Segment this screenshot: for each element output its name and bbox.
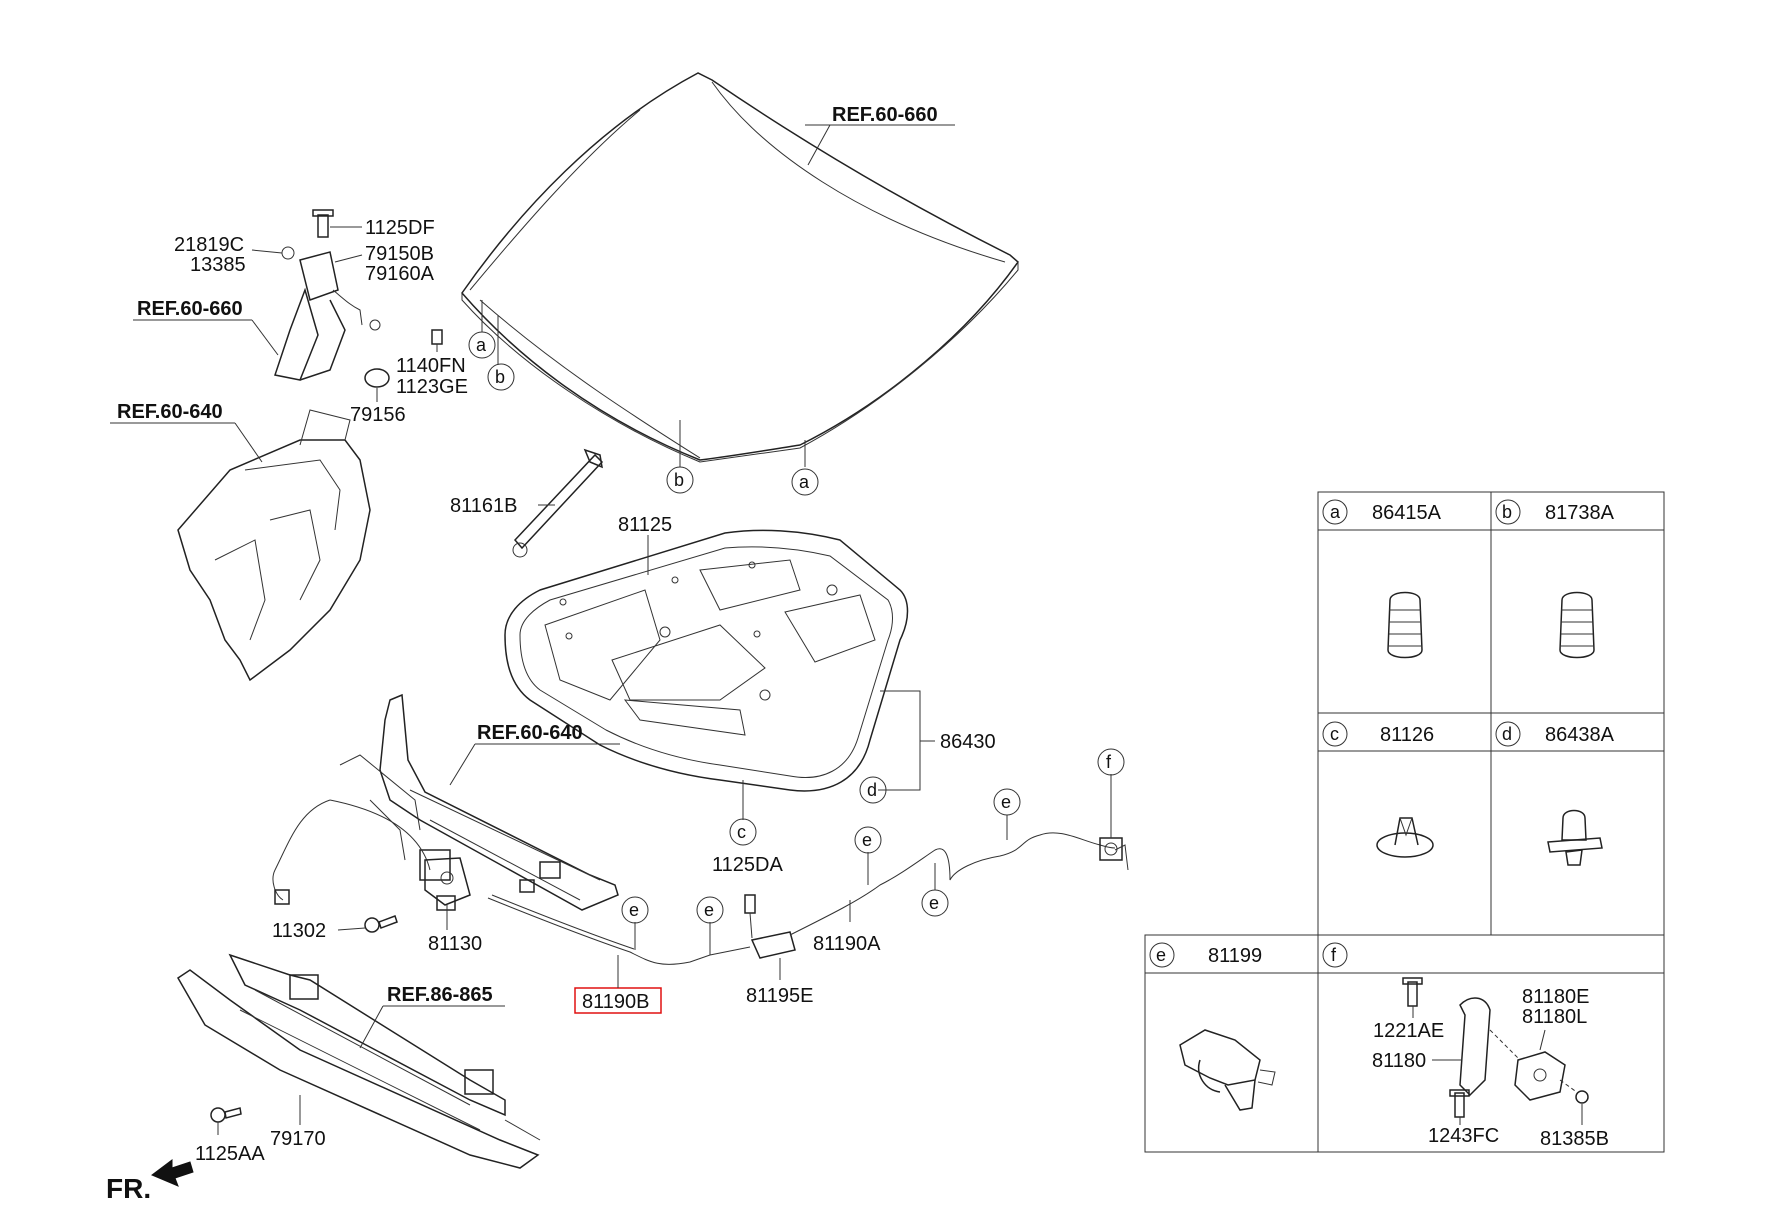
legend-f-label-1243FC: 1243FC (1428, 1125, 1499, 1147)
label-81130: 81130 (428, 933, 482, 955)
legend-part-b: 81738A (1545, 502, 1615, 524)
ref-bumper-label: REF.86-865 (387, 984, 493, 1006)
ref-radiator-support-label: REF.60-640 (477, 722, 583, 744)
hood-gas-strut (512, 448, 604, 558)
bolt-1125AA (210, 1107, 242, 1123)
callout-e-5: e (1001, 792, 1011, 812)
label-1123GE: 1123GE (396, 376, 468, 398)
legend-callout-b: b (1502, 502, 1512, 522)
legend-f-label-81180L: 81180L (1522, 1006, 1587, 1028)
legend-part-e: 81199 (1208, 945, 1262, 967)
legend-e-cable-clip (1179, 1029, 1276, 1111)
front-upper-frame (177, 409, 371, 682)
label-81161B: 81161B (450, 495, 517, 517)
bolt-11302 (364, 915, 398, 933)
label-81190A: 81190A (813, 933, 881, 955)
label-13385: 13385 (190, 254, 246, 276)
legend-f-label-81180: 81180 (1372, 1050, 1426, 1072)
legend-f-label-81385B: 81385B (1540, 1128, 1609, 1150)
label-79160A: 79160A (365, 263, 435, 285)
legend-a-bumper-stop (1387, 591, 1423, 659)
legend-part-c: 81126 (1380, 724, 1434, 746)
legend-f-label-81180E: 81180E (1522, 986, 1589, 1008)
legend-callout-c: c (1330, 724, 1339, 744)
legend-f-label-1221AE: 1221AE (1373, 1020, 1444, 1042)
front-direction-label: FR. (106, 1173, 151, 1204)
hood-panel (461, 72, 1020, 463)
callout-e-1: e (629, 900, 639, 920)
legend-d-clip (1547, 809, 1603, 866)
callout-d-panel: d (867, 780, 877, 800)
ref-hood-label: REF.60-660 (832, 104, 938, 126)
legend-callout-e: e (1156, 945, 1166, 965)
callout-b-hood-left: b (495, 367, 505, 387)
legend-part-d: 86438A (1545, 724, 1615, 746)
legend-table (1144, 491, 1665, 1153)
release-cable-81190A (789, 832, 1116, 936)
label-79150B: 79150B (365, 243, 434, 265)
label-11302: 11302 (272, 920, 326, 942)
label-1125DF: 1125DF (365, 217, 435, 239)
ref-latch-panel-label: REF.60-660 (137, 298, 243, 320)
radiator-support-upper (339, 693, 619, 911)
legend-f-hood-stay-assembly (1402, 977, 1589, 1118)
callout-e-3: e (862, 830, 872, 850)
callout-c-panel: c (737, 822, 746, 842)
label-81195E: 81195E (746, 985, 813, 1007)
legend-callout-a: a (1330, 502, 1341, 522)
legend-b-bumper-stop (1559, 591, 1595, 659)
label-1140FN: 1140FN (396, 355, 466, 377)
release-cable-81190B (487, 894, 751, 965)
label-79156: 79156 (350, 404, 406, 426)
label-81190B: 81190B (582, 991, 649, 1013)
label-81125: 81125 (618, 514, 672, 536)
label-21819C: 21819C (174, 234, 244, 256)
label-1125DA: 1125DA (712, 854, 783, 876)
callout-f-diagram: f (1106, 752, 1112, 772)
release-handle (744, 894, 796, 959)
callout-a-hood-left: a (476, 335, 487, 355)
front-direction-arrow (151, 1159, 194, 1187)
hood-insulator-panel (504, 529, 909, 792)
legend-part-a: 86415A (1372, 502, 1442, 524)
label-86430: 86430 (940, 731, 996, 753)
legend-callout-d: d (1502, 724, 1512, 744)
legend-c-clip (1376, 817, 1434, 858)
front-bumper-reinforcement (177, 953, 541, 1169)
callout-e-2: e (704, 900, 714, 920)
legend-callout-f: f (1331, 945, 1337, 965)
callout-a-hood-bottom: a (799, 472, 810, 492)
ref-upper-frame-label: REF.60-640 (117, 401, 223, 423)
callout-b-hood-bottom: b (674, 470, 684, 490)
label-1125AA: 1125AA (195, 1143, 265, 1165)
hood-latch (424, 857, 471, 911)
label-79170: 79170 (270, 1128, 326, 1150)
callout-e-4: e (929, 893, 939, 913)
